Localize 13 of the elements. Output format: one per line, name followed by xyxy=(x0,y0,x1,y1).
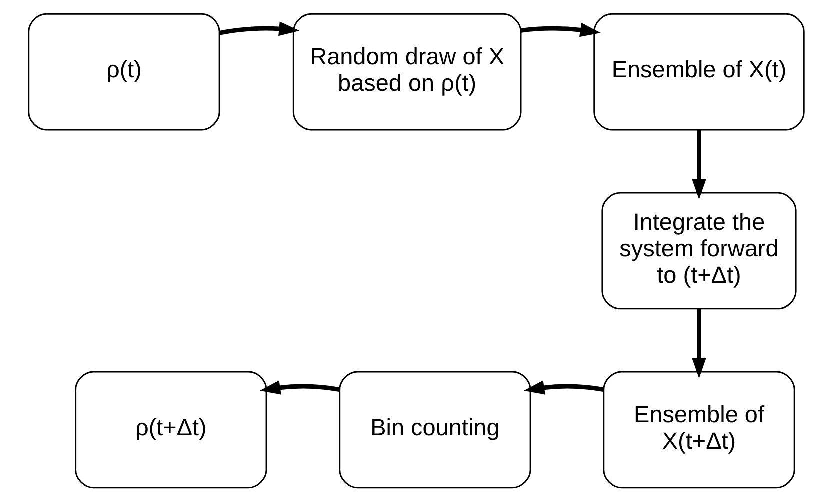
node-box: ρ(t) xyxy=(28,13,220,131)
node-box: ρ(t+Δt) xyxy=(75,371,268,489)
arrow xyxy=(524,380,604,395)
arrow xyxy=(260,380,340,395)
node-box: Integrate the system forward to (t+Δt) xyxy=(602,192,797,310)
arrow xyxy=(219,22,300,36)
arrow xyxy=(521,22,601,38)
arrow xyxy=(692,130,706,200)
node-box: Ensemble of X(t+Δt) xyxy=(603,371,796,489)
node-box: Bin counting xyxy=(339,371,532,489)
node-box: Ensemble of X(t) xyxy=(594,13,805,131)
node-box: Random draw of X based on ρ(t) xyxy=(292,13,522,131)
arrow xyxy=(692,309,706,379)
